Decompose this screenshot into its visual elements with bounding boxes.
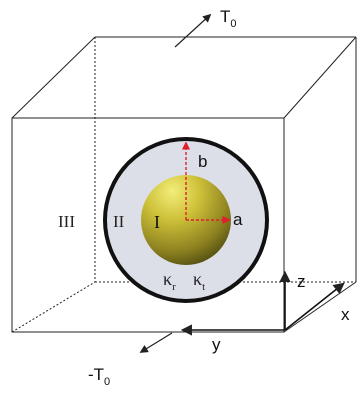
cube-bottom-left-edge [11,281,96,333]
radius-a-label: a [233,210,243,229]
z-axis-label: z [297,272,306,291]
kappa-t-label: κt [193,269,205,293]
top-temperature-arrow [174,13,212,48]
cube-front-face [11,117,285,333]
region-ii-label: II [113,212,125,231]
cube-top-right-edge [283,36,357,119]
region-i-label: I [154,212,160,232]
radius-b-label: b [198,152,207,171]
bottom-temperature-arrow [139,332,173,353]
bottom-temperature-label: -T0 [88,365,110,388]
x-axis-label: x [341,305,350,324]
y-axis-label: y [212,335,221,354]
cube [11,36,357,333]
x-axis [284,282,345,331]
top-temperature-label: T0 [220,7,237,30]
coordinate-axes [180,270,345,336]
radius-vectors [181,141,231,225]
kappa-r-label: κr [163,269,176,293]
cube-top-left-edge [11,36,96,119]
region-iii-label: III [58,212,75,231]
